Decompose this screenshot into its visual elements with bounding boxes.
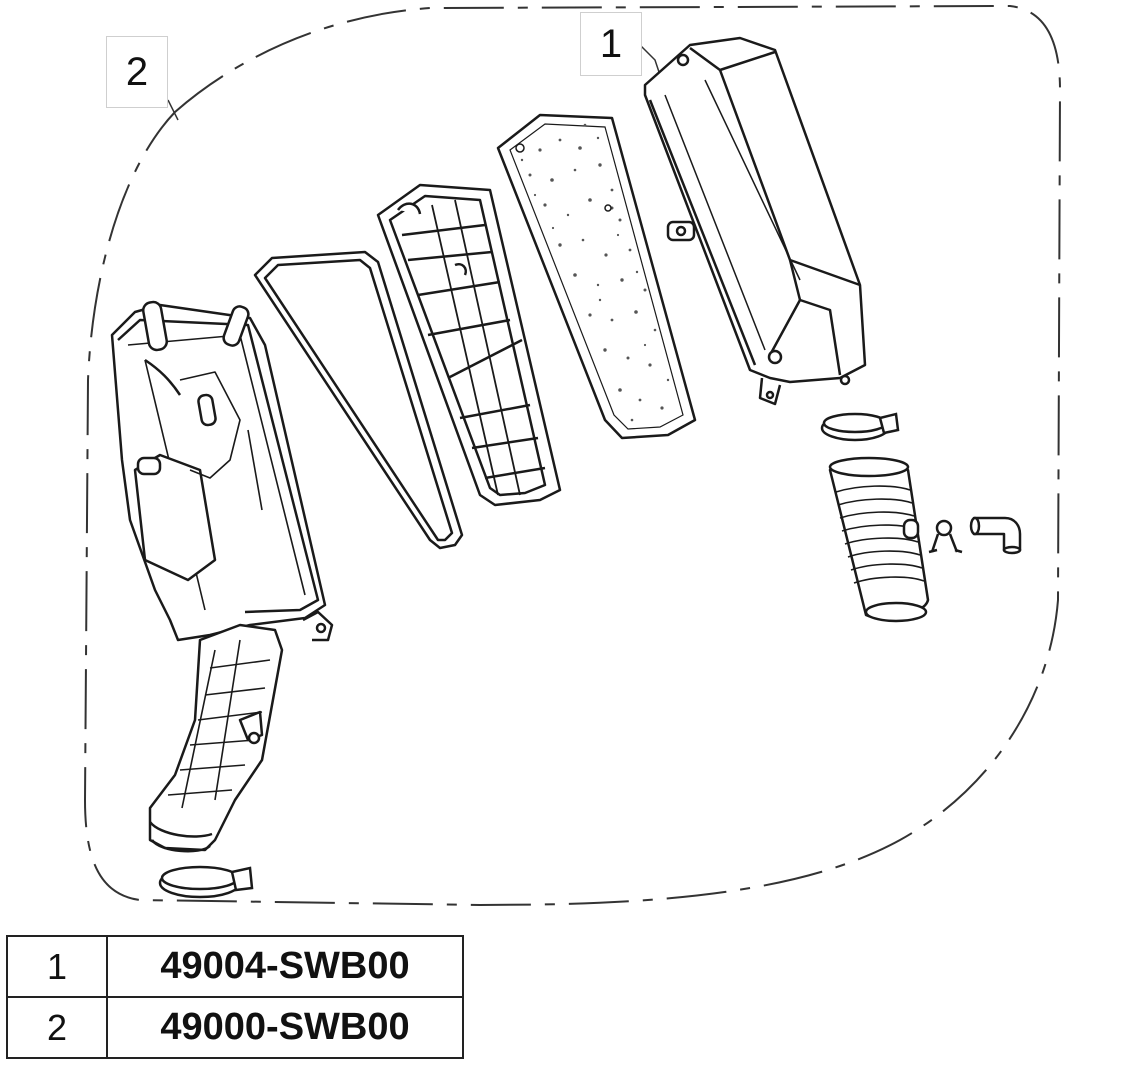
- air-cleaner-cover: [643, 36, 867, 406]
- part-number: 49004-SWB00: [106, 935, 464, 998]
- part-number: 49000-SWB00: [106, 996, 464, 1059]
- callout-label-2: 2: [106, 36, 168, 108]
- table-row: 2 49000-SWB00: [6, 996, 464, 1059]
- parts-number-table: 1 49004-SWB00 2 49000-SWB00: [6, 935, 464, 1059]
- part-ref-number: 2: [6, 996, 108, 1059]
- filter-support-frame: [376, 183, 562, 507]
- small-hose-clip: [928, 519, 963, 554]
- callout-1-leader: [639, 44, 661, 76]
- foam-filter-element: [496, 113, 697, 440]
- air-cleaner-case: [110, 300, 334, 642]
- callout-2-leader: [167, 99, 179, 121]
- callout-label-1: 1: [580, 12, 642, 76]
- connecting-tube: [828, 456, 930, 623]
- intake-duct: [148, 623, 284, 853]
- drain-elbow: [969, 516, 1022, 555]
- gasket-seal: [253, 250, 464, 550]
- upper-hose-clamp: [820, 412, 900, 442]
- part-ref-number: 1: [6, 935, 108, 998]
- table-row: 1 49004-SWB00: [6, 935, 464, 998]
- lower-hose-clamp: [158, 865, 254, 899]
- assembly-boundary-dashed: [83, 4, 1062, 907]
